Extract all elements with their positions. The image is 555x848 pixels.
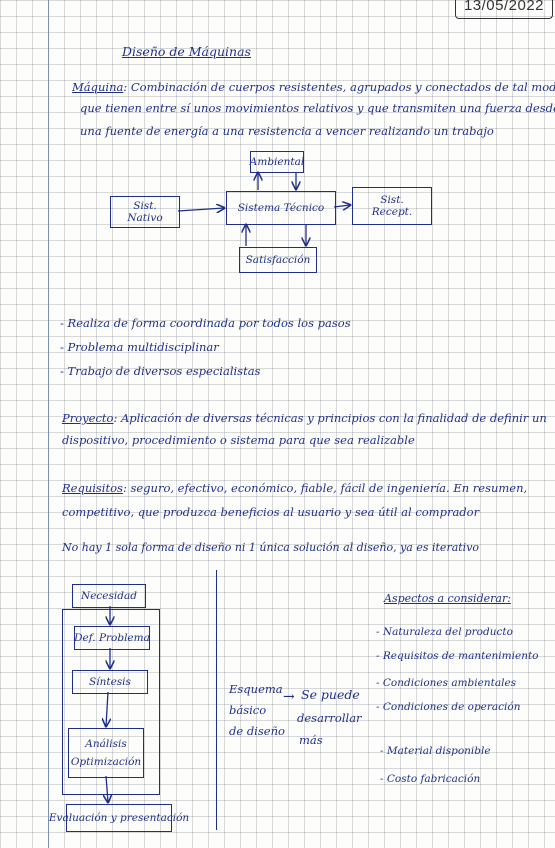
requisitos-text-1: : seguro, efectivo, económico, fiable, f… [122,481,528,495]
ambiental-box: Ambiental [250,151,304,173]
sistema-tecnico-box: Sistema Técnico [226,191,336,225]
flow-step-definir-problema: Def. Problema [74,626,150,650]
sistema-nativo-line-2: Nativo [127,212,163,224]
arrow-flow-4 [106,775,108,802]
aspectos-title: Aspectos a considerar: [384,592,511,605]
aspectos-item: - Requisitos de mantenimiento [376,650,539,662]
aspectos-item: - Costo fabricación [380,773,481,785]
requisitos-line-2: competitivo, que produzca beneficios al … [62,505,480,519]
page-title: Diseño de Máquinas [122,44,251,59]
definition-text-1: : Combinación de cuerpos resistentes, ag… [123,80,555,94]
flow-step-necesidad: Necesidad [72,584,146,608]
proyecto-text-1: : Aplicación de diversas técnicas y prin… [113,411,547,425]
flow-step-optimizacion: Optimización [70,756,142,768]
definition-line-1: Máquina: Combinación de cuerpos resisten… [72,80,555,94]
flow-step-analisis: Análisis [85,738,127,750]
definition-line-2: que tienen entre sí unos movimientos rel… [80,101,555,115]
bullet-item: - Realiza de forma coordinada por todos … [60,316,351,330]
iterative-note: No hay 1 sola forma de diseño ni 1 única… [62,541,480,554]
satisfaccion-box: Satisfacción [239,247,317,273]
esquema-arrow: → [283,689,295,705]
definition-line-3: una fuente de energía a una resistencia … [80,124,494,138]
esquema-line-2: básico [229,703,267,717]
bullet-item: - Problema multidisciplinar [60,340,219,354]
sistema-nativo-line-1: Sist. [133,200,157,212]
esquema-result-line-1: Se puede [301,687,360,702]
proyecto-term: Proyecto [62,411,114,425]
section-divider [216,570,218,830]
proyecto-line-1: Proyecto: Aplicación de diversas técnica… [62,411,547,425]
proyecto-line-2: dispositivo, procedimiento o sistema par… [62,433,415,447]
esquema-result-line-2: desarrollar [297,711,362,725]
sistema-receptor-box: Sist. Recept. [352,187,432,225]
aspectos-item: - Naturaleza del producto [376,626,513,638]
flow-step-sintesis: Síntesis [72,670,148,694]
sistema-receptor-line-1: Sist. [380,194,404,206]
date-stamp: 13/05/2022 [455,0,553,19]
flow-step-evaluacion: Evaluación y presentación [49,804,189,832]
definition-term: Máquina [72,80,124,94]
arrow-flow-3 [106,691,108,726]
aspectos-item: - Condiciones ambientales [376,677,517,689]
arrow-nativo-to-tecnico [177,208,224,211]
arrow-tecnico-to-receptor [333,205,350,207]
requisitos-line-1: Requisitos: seguro, efectivo, económico,… [62,481,527,495]
esquema-result-line-3: más [299,733,323,747]
esquema-line-1: Esquema [229,682,283,696]
bullet-item: - Trabajo de diversos especialistas [60,364,261,378]
sistema-receptor-line-2: Recept. [371,206,413,218]
esquema-line-3: de diseño [229,724,285,738]
requisitos-term: Requisitos [62,481,123,495]
notebook-margin-line [48,0,49,848]
aspectos-item: - Material disponible [380,745,491,757]
sistema-nativo-box: Sist. Nativo [110,196,180,228]
aspectos-item: - Condiciones de operación [376,701,521,713]
